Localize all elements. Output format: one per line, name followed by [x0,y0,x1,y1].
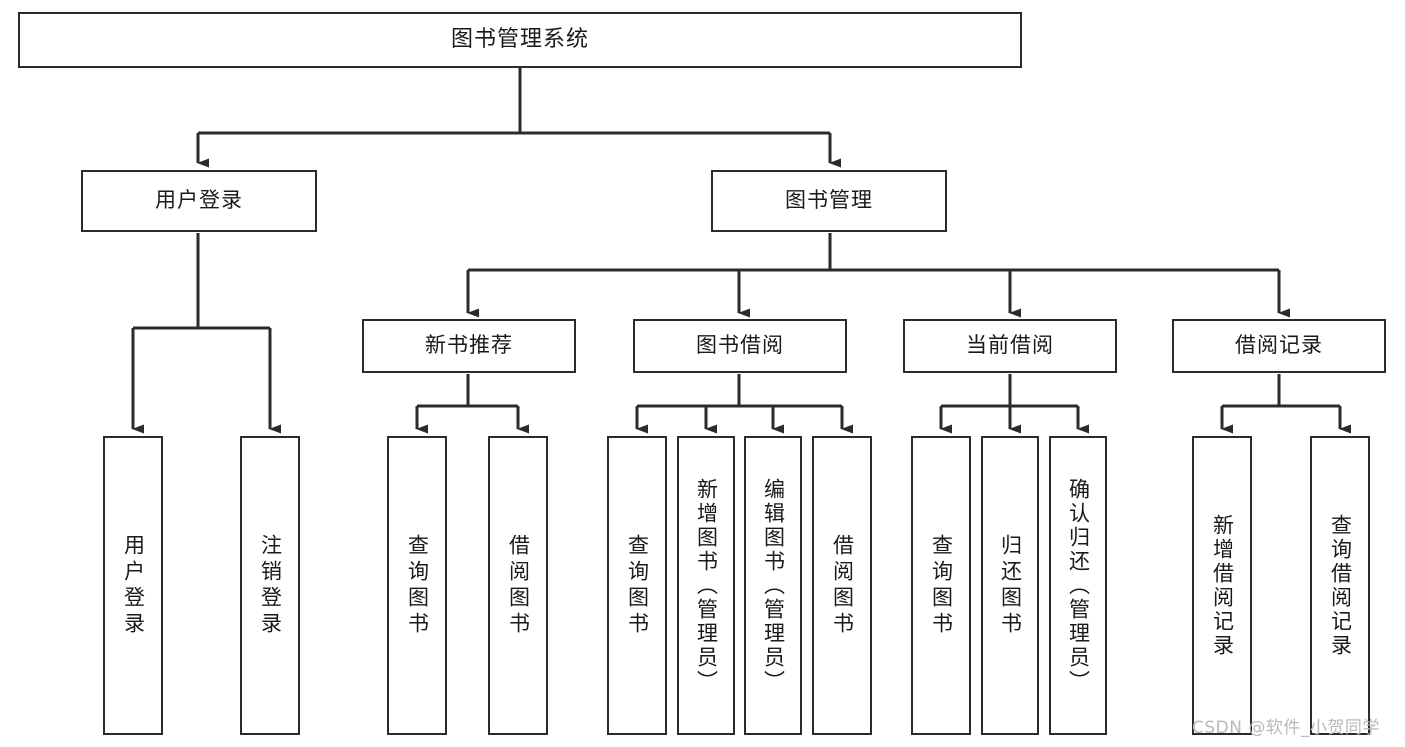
node-label: 注销登录 [258,533,283,638]
node-leaf-query-record[interactable]: 查询借阅记录 [1310,436,1370,735]
node-current-borrow[interactable]: 当前借阅 [903,319,1117,373]
node-leaf-borrow-book-2[interactable]: 借阅图书 [812,436,872,735]
node-leaf-edit-book[interactable]: 编辑图书（管理员） [744,436,802,735]
node-leaf-user-login[interactable]: 用户登录 [103,436,163,735]
node-leaf-return-book[interactable]: 归还图书 [981,436,1039,735]
node-leaf-borrow-book-1[interactable]: 借阅图书 [488,436,548,735]
node-book-management[interactable]: 图书管理 [711,170,947,232]
node-leaf-logout-login[interactable]: 注销登录 [240,436,300,735]
node-root[interactable]: 图书管理系统 [18,12,1022,68]
node-label: 归还图书 [998,533,1023,638]
node-label: 查询图书 [625,533,650,638]
node-borrow-record[interactable]: 借阅记录 [1172,319,1386,373]
node-label: 确认归还（管理员） [1066,477,1091,694]
node-label: 新增借阅记录 [1210,513,1235,658]
node-leaf-query-book-2[interactable]: 查询图书 [607,436,667,735]
node-label: 查询借阅记录 [1328,513,1353,658]
node-book-borrow[interactable]: 图书借阅 [633,319,847,373]
node-leaf-query-book-3[interactable]: 查询图书 [911,436,971,735]
node-label: 查询图书 [929,533,954,638]
node-label: 查询图书 [405,533,430,638]
csdn-watermark: CSDN @软件_小贺同学 [1192,718,1380,738]
node-label: 新增图书（管理员） [694,477,719,694]
node-leaf-query-book-1[interactable]: 查询图书 [387,436,447,735]
node-label: 借阅图书 [506,533,531,638]
node-user-login[interactable]: 用户登录 [81,170,317,232]
node-label: 借阅图书 [830,533,855,638]
node-leaf-confirm-return[interactable]: 确认归还（管理员） [1049,436,1107,735]
node-label: 编辑图书（管理员） [761,477,786,694]
node-leaf-add-record[interactable]: 新增借阅记录 [1192,436,1252,735]
node-leaf-add-book[interactable]: 新增图书（管理员） [677,436,735,735]
node-new-book-recommend[interactable]: 新书推荐 [362,319,576,373]
node-label: 用户登录 [121,533,146,638]
